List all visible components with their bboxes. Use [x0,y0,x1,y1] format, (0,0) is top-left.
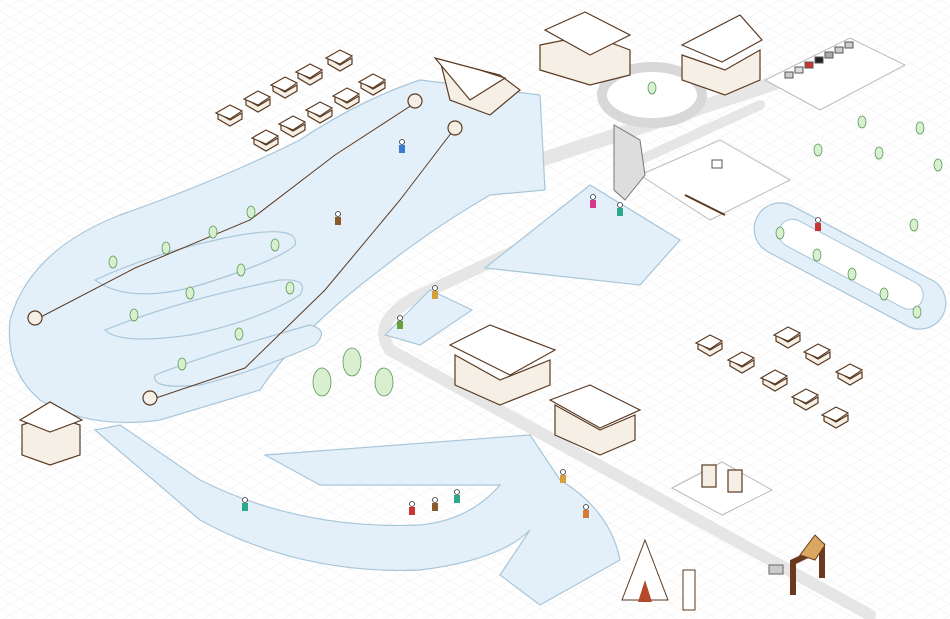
hotel-building[interactable] [680,14,763,96]
parking-lot [763,37,907,111]
cabin-icon[interactable] [694,334,724,357]
ski-lift [27,93,463,406]
ski-lodge-icon[interactable] [433,56,521,116]
terrain-park [483,184,681,286]
car-icon [804,61,814,69]
cabin-icon[interactable] [250,129,280,152]
tree-icon [285,281,295,295]
lift-station-icon [407,93,423,109]
cabin-icon[interactable] [357,73,387,96]
car-icon [834,46,844,54]
skier-icon [399,139,405,153]
cabin-icon[interactable] [324,49,354,72]
roads [378,62,876,619]
cabin-icon[interactable] [772,326,802,349]
basketball-hoop-icon [711,159,723,169]
tubing-run [93,424,621,606]
tree-icon [879,287,889,301]
tree-icon [857,115,867,129]
tree-icon [236,263,246,277]
tree-icon [912,305,922,319]
cabin-icon[interactable] [331,87,361,110]
cabin-icon[interactable] [277,115,307,138]
skier-icon [560,469,566,483]
tree-icon [129,308,139,322]
lift-station-icon [447,120,463,136]
car-icon [824,51,834,59]
cabin-icon[interactable] [802,343,832,366]
tree-icon [177,357,187,371]
skier-icon [242,497,248,511]
tree-icon [374,367,394,397]
car-icon [814,56,824,64]
people [242,139,821,518]
lodge-building-1[interactable] [448,324,557,406]
tree-icon [342,347,362,377]
ski-slope-inner-2 [103,279,304,340]
tree-icon [108,255,118,269]
main-building[interactable] [539,11,632,86]
tree-icon [246,205,256,219]
cabin-icon[interactable] [820,406,850,429]
skier-icon [397,315,403,329]
cabin-icon[interactable] [834,363,864,386]
car-icon [844,41,854,49]
skier-icon [335,211,341,225]
car-icon [784,71,794,79]
skier-icon [432,497,438,511]
lift-station-icon [27,310,43,326]
tree-icon [933,158,943,172]
tree-icon [270,238,280,252]
climbing-wall-icon [613,124,646,201]
tree-icon [847,267,857,281]
tree-icon [915,121,925,135]
tree-icon [161,241,171,255]
lift-station-icon [142,390,158,406]
skier-icon [590,194,596,208]
cabin-icon[interactable] [269,76,299,99]
cabin-icon[interactable] [214,104,244,127]
volleyball-net-icon [684,194,726,216]
roundabout [597,62,707,128]
dog-sled-track [753,202,947,330]
skier-icon [815,217,821,231]
tree-icon [909,218,919,232]
cabin-icon[interactable] [790,388,820,411]
tree-icon [647,81,657,95]
gate-arch-icon[interactable] [790,534,826,595]
sports-area [613,124,792,221]
gazebo-icon[interactable] [18,401,84,466]
tree-icon [185,286,195,300]
skier-icon [409,501,415,515]
ski-slope-inner-3 [154,324,322,387]
ski-slope-inner [93,231,296,295]
cabin-icon[interactable] [726,351,756,374]
car-icon [794,66,804,74]
tree-icon [874,146,884,160]
tree-icon [775,226,785,240]
tree-icon [812,248,822,262]
cabin-icon[interactable] [759,369,789,392]
tree-icon [208,225,218,239]
buildings [18,11,763,466]
totem-icon[interactable] [682,569,696,611]
cabin-icon[interactable] [304,101,334,124]
lodge-building-2[interactable] [548,384,642,456]
teepee-icon[interactable] [621,538,669,602]
tree-icon [312,367,332,397]
car-icon [768,564,784,575]
tree-icon [234,327,244,341]
skier-icon [583,504,589,518]
beginner-slope [383,289,474,346]
skier-icon [617,202,623,216]
cabin-icon[interactable] [294,63,324,86]
skier-icon [454,489,460,503]
cabin-icon[interactable] [242,90,272,113]
skier-icon [432,285,438,299]
cabins [214,49,864,429]
tree-icon [813,143,823,157]
trees [108,81,943,397]
playground-icon[interactable] [670,461,774,516]
